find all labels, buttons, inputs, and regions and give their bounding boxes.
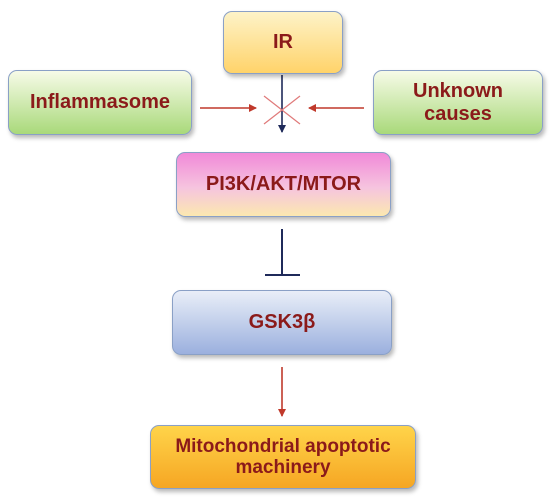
node-mito-line2: machinery <box>235 457 331 478</box>
node-inflammasome-label: Inflammasome <box>29 91 171 114</box>
node-unknown-causes-line1: Unknown <box>413 80 503 103</box>
node-mito-line1: Mitochondrial apoptotic <box>175 435 391 457</box>
node-unknown-causes: Unknown causes <box>373 70 543 135</box>
node-pi3k-akt-mtor: PI3K/AKT/MTOR <box>176 152 391 217</box>
node-ir: IR <box>223 11 343 74</box>
node-pi3k-label: PI3K/AKT/MTOR <box>205 173 362 196</box>
node-mitochondrial-apoptotic-machinery: Mitochondrial apoptotic machinery <box>150 425 416 489</box>
block-cross-line-b <box>263 95 301 125</box>
node-inflammasome: Inflammasome <box>8 70 192 135</box>
node-gsk3b: GSK3β <box>172 290 392 355</box>
node-ir-label: IR <box>273 31 293 54</box>
node-unknown-causes-line2: causes <box>424 102 492 125</box>
node-gsk3b-label: GSK3β <box>248 311 316 334</box>
